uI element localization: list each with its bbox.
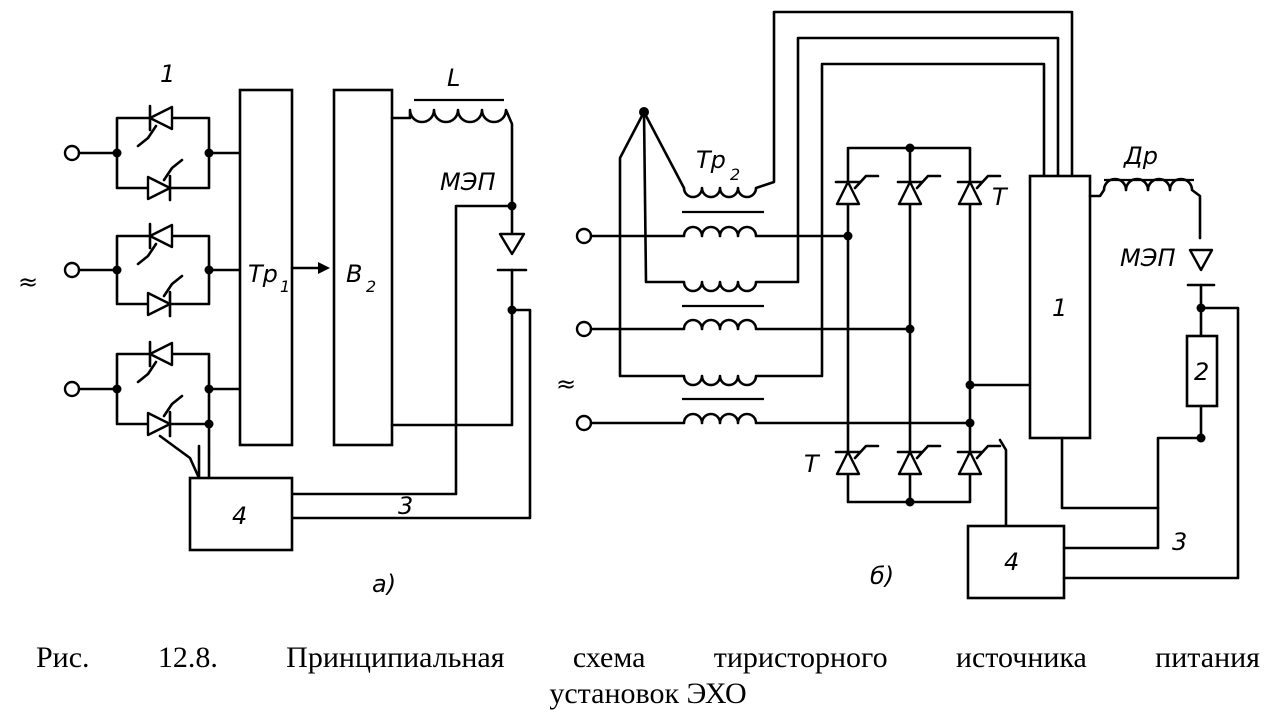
panel-b-secondary-winding-2	[642, 36, 1060, 293]
panel-b-block-1	[1028, 174, 1092, 440]
panel-a-supply-symbol: ≈	[18, 268, 38, 296]
panel-a-terminal-3	[63, 380, 81, 398]
panel-a-thyristor-pair-2	[115, 222, 211, 318]
figure-caption: Рис. 12.8. Принципиальная схема тиристор…	[36, 640, 1260, 712]
panel-b-electrode-label: МЭП	[1120, 244, 1176, 272]
panel-b-terminal-2	[575, 320, 593, 338]
caption-word: Рис.	[36, 641, 90, 674]
panel-b-control-block-label: 4	[1004, 548, 1019, 576]
panel-b-terminal-1	[575, 227, 593, 245]
panel-a-electrode-tool	[498, 232, 526, 256]
panel-b-primary-winding-1	[589, 225, 850, 238]
panel-a-electrode-label: МЭП	[440, 168, 496, 196]
panel-a-inductor-label: L	[447, 64, 460, 92]
panel-b-transformer-label: Тр	[696, 146, 726, 174]
panel-a-label: а)	[372, 570, 396, 598]
caption-line-2: установок ЭХО	[549, 677, 747, 710]
panel-b-thyristor-label-bottom: Т	[804, 450, 821, 478]
panel-a-rectifier-label: В	[346, 260, 362, 288]
caption-word: тиристорного	[713, 641, 888, 674]
panel-b-supply-symbol: ≈	[556, 370, 576, 398]
panel-a-thyristor-pair-3	[115, 340, 211, 438]
panel-b-secondary-winding-1	[642, 10, 1074, 199]
panel-a-terminal-2	[63, 261, 81, 279]
panel-a-terminal-1	[63, 144, 81, 162]
panel-b-electrode-tool	[1188, 248, 1214, 272]
panel-a-thyristor-pair-1	[115, 104, 211, 202]
caption-word: схема	[572, 641, 646, 674]
panel-b-label: б)	[870, 562, 894, 590]
panel-a-thyristor-label: 1	[160, 60, 175, 88]
panel-b-transformer-index: 2	[730, 165, 740, 184]
caption-word: источника	[955, 641, 1087, 674]
panel-a-scheme: ≈ 1 Тр 1	[18, 60, 532, 598]
panel-b-thyristor-label-top: Т	[992, 183, 1009, 211]
caption-word: 12.8.	[157, 641, 218, 674]
panel-b-terminal-3	[575, 414, 593, 432]
panel-b-secondary-winding-3	[618, 62, 1046, 387]
panel-a-transformer-label: Тр	[248, 260, 278, 288]
panel-b-feedback-label: 3	[1172, 528, 1187, 556]
panel-a-inductor	[390, 108, 514, 206]
circuit-diagram: ≈ 1 Тр 1	[18, 10, 1240, 600]
panel-a-control-block	[188, 476, 294, 552]
panel-a-rectifier-index: 2	[366, 277, 376, 296]
panel-b-choke	[1088, 177, 1202, 240]
panel-a-transformer-index: 1	[280, 277, 290, 296]
caption-word: питания	[1155, 641, 1260, 674]
panel-b-thyristor-bridge	[834, 143, 1002, 507]
panel-b-block-1-label: 1	[1052, 294, 1067, 322]
panel-b-primary-winding-2	[589, 318, 912, 331]
panel-b-primary-winding-3	[589, 412, 972, 425]
panel-a-transformer-block	[238, 88, 294, 447]
panel-b-control-block	[966, 524, 1066, 600]
panel-a-rectifier-block	[332, 88, 394, 447]
panel-b-block-2	[1185, 334, 1219, 408]
panel-a-feedback-label: 3	[398, 492, 413, 520]
caption-word: Принципиальная	[286, 641, 505, 674]
panel-b-scheme: ≈ Тр 2	[556, 10, 1240, 600]
panel-b-choke-label: Др	[1123, 142, 1158, 170]
caption-line-1: Рис. 12.8. Принципиальная схема тиристор…	[36, 640, 1260, 676]
panel-a-control-block-label: 4	[232, 502, 247, 530]
panel-b-block-2-label: 2	[1194, 358, 1209, 386]
